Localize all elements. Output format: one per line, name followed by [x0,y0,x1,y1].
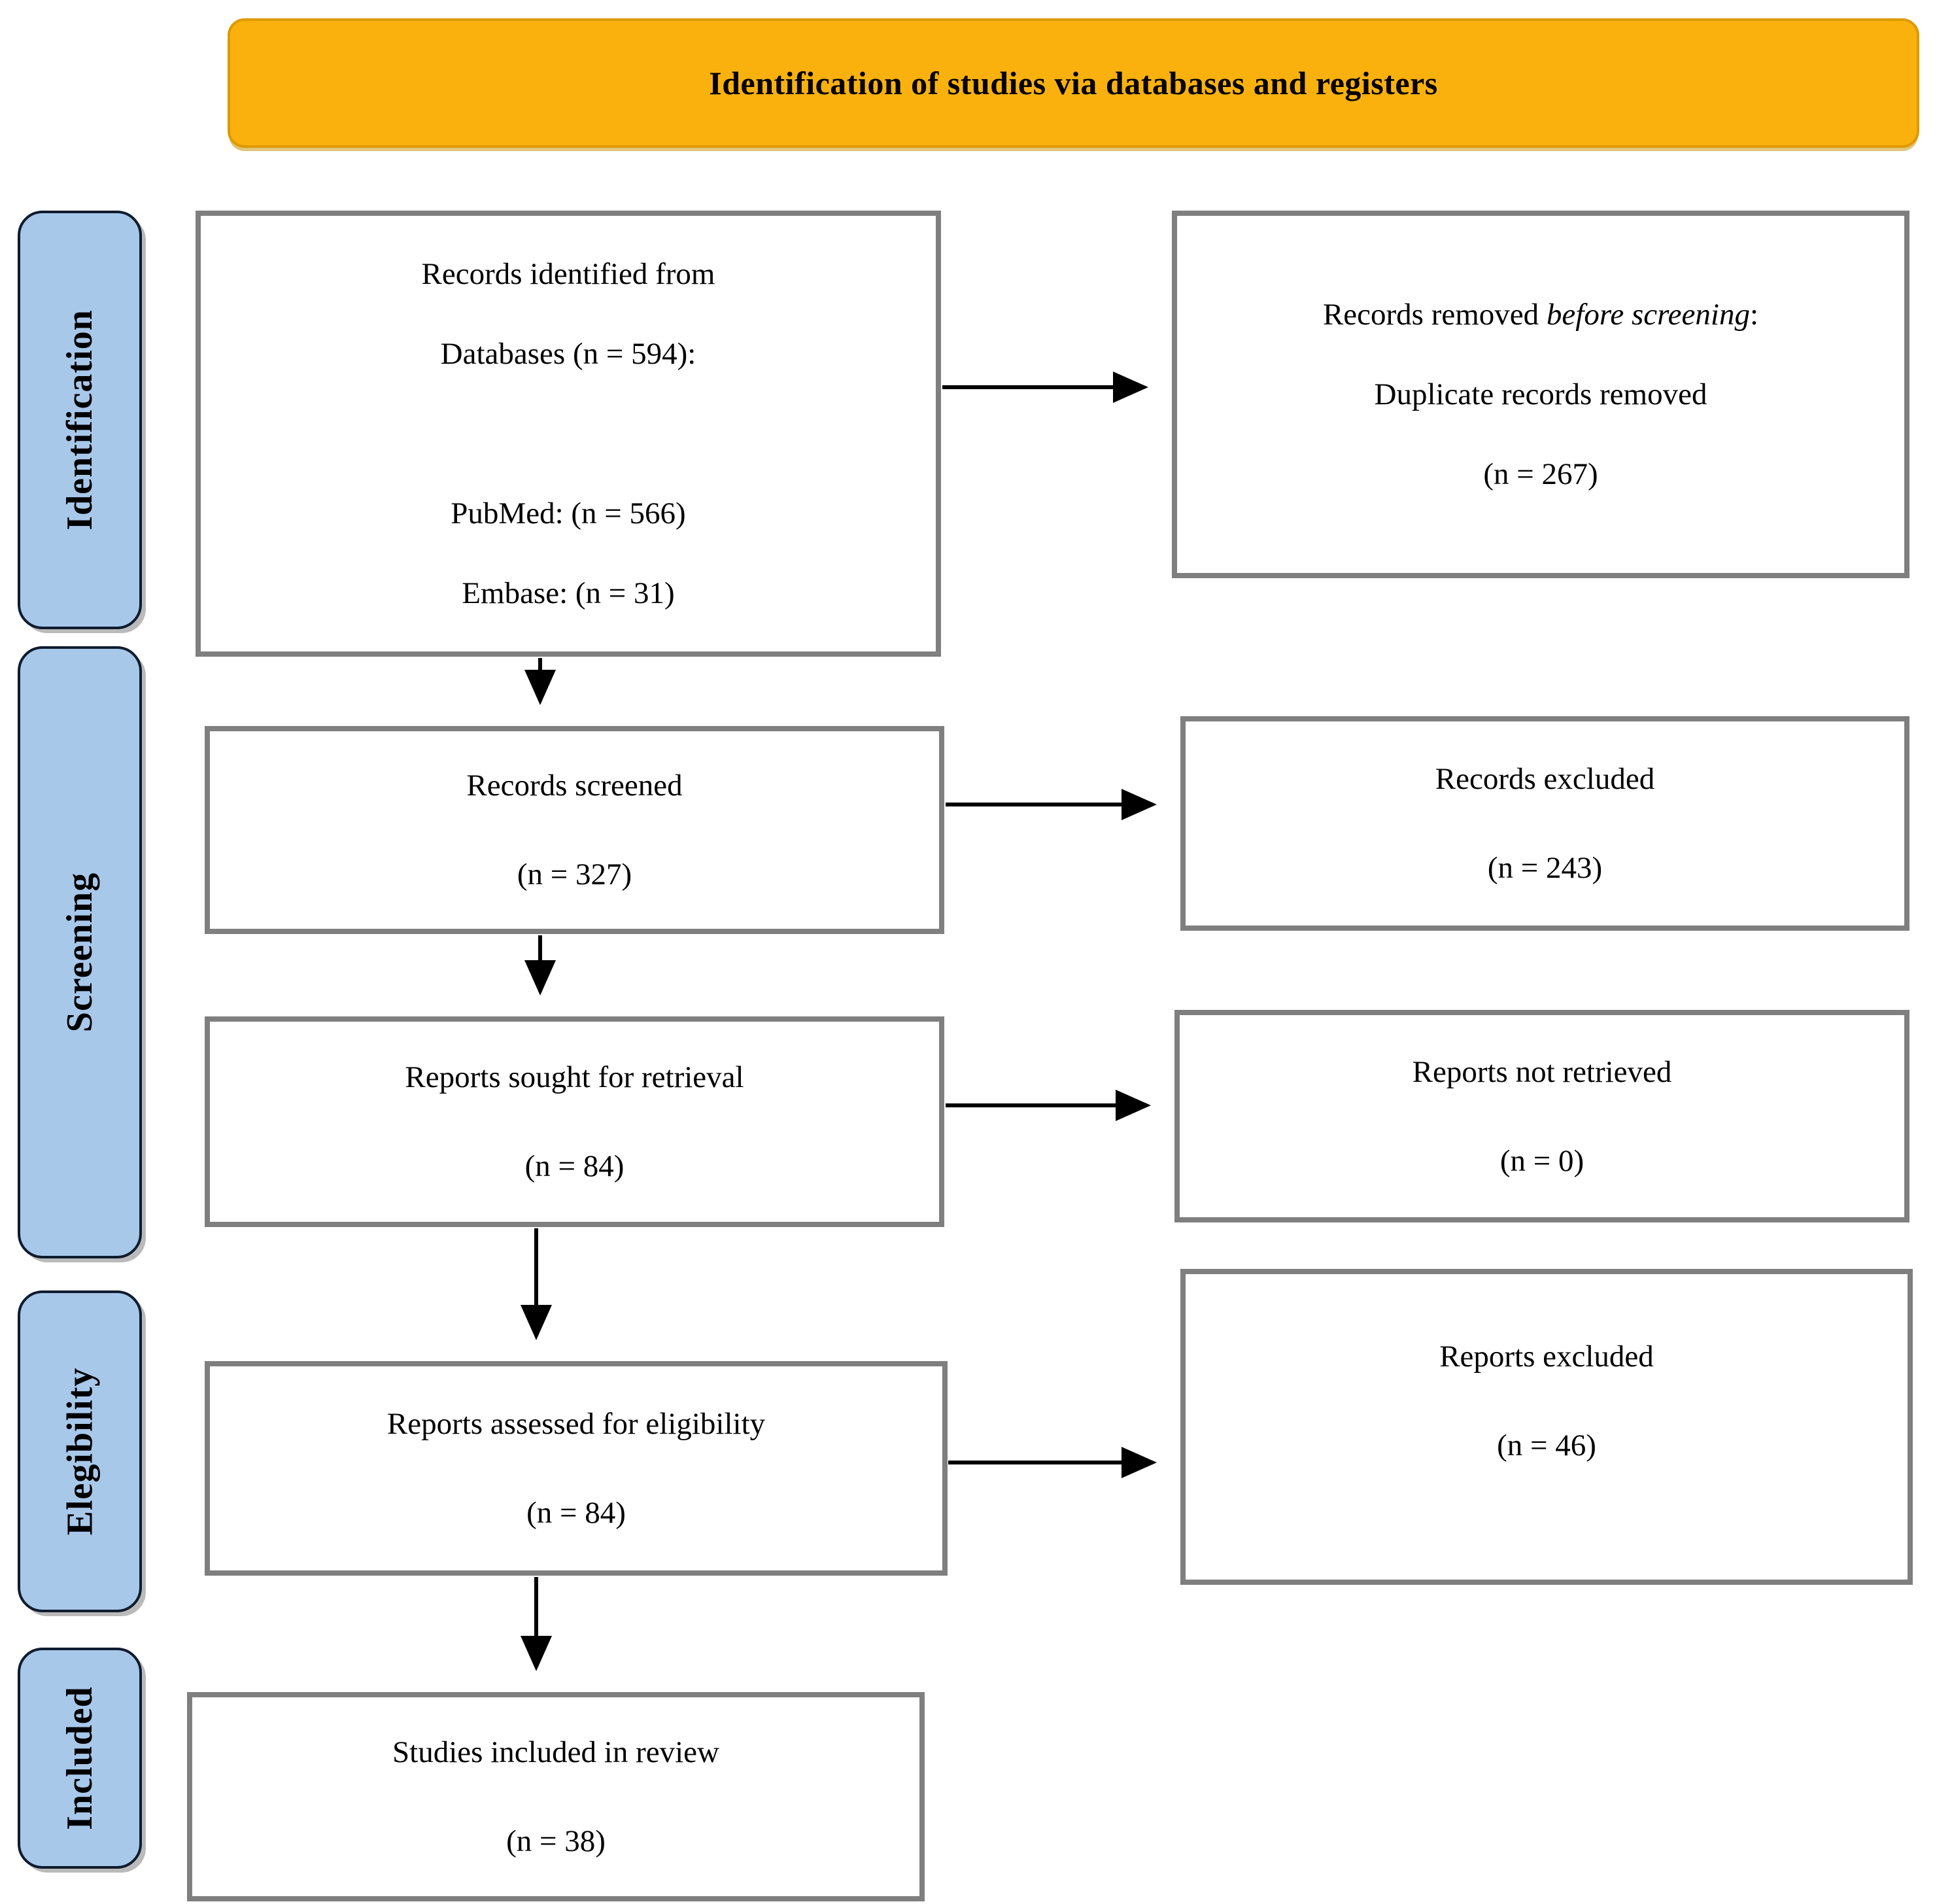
stage-tab-identification: Identification [18,211,142,629]
flow-box-reports-assessed: Reports assessed for eligibility (n = 84… [205,1361,948,1576]
flow-box-studies-included: Studies included in review (n = 38) [187,1692,925,1901]
flow-box-reports-sought: Reports sought for retrieval (n = 84) [205,1016,944,1227]
stage-label-screening: Screening [60,872,100,1033]
exclusion-box-text-line: Reports excluded [1439,1340,1654,1374]
stage-label-eligibility: Elegibility [60,1367,101,1536]
flow-box-text-line: PubMed: (n = 566) [451,496,686,530]
flow-box-records-identified: Records identified from Databases (n = 5… [196,211,941,657]
exclusion-box-text-line: Records removed before screening: [1323,275,1758,355]
exclusion-box-text-line: Duplicate records removed [1374,377,1707,411]
diagram-title: Identification of studies via databases … [709,65,1438,101]
flow-box-count: (n = 84) [524,1149,625,1183]
exclusion-box-count: (n = 243) [1487,851,1603,885]
flow-box-text-line: Studies included in review [392,1735,719,1769]
flow-box-count: (n = 38) [506,1824,606,1858]
flow-box-count: (n = 84) [526,1496,626,1530]
exclusion-box-records-removed: Records removed before screening: Duplic… [1172,211,1909,578]
stage-tab-included: Included [18,1648,142,1869]
stage-tab-eligibility: Elegibility [18,1290,142,1612]
exclusion-box-count: (n = 267) [1483,457,1598,491]
stage-label-included: Included [60,1686,101,1830]
flow-box-text-line: Reports assessed for eligibility [386,1407,766,1441]
records-removed-prefix: Records removed [1322,298,1547,332]
flow-box-count: (n = 327) [517,857,632,891]
stage-tab-screening: Screening [18,646,142,1258]
title-banner: Identification of studies via databases … [228,18,1919,148]
flow-box-text-line: Records screened [466,769,683,803]
exclusion-box-text-line: Reports not retrieved [1412,1054,1672,1089]
records-removed-suffix: : [1749,298,1759,332]
flow-box-text-line: Records identified from [421,257,715,291]
flow-box-text-line: Reports sought for retrieval [405,1060,744,1094]
stage-label-identification: Identification [60,309,100,530]
exclusion-box-text-line: Records excluded [1435,762,1655,796]
flow-box-text-line: Embase: (n = 31) [462,576,675,610]
exclusion-box-records-excluded: Records excluded (n = 243) [1180,716,1909,931]
flow-box-text-line: Databases (n = 594): [440,337,696,371]
records-removed-italic: before screening [1546,298,1750,332]
exclusion-box-count: (n = 46) [1497,1428,1596,1463]
exclusion-box-reports-not-retrieved: Reports not retrieved (n = 0) [1174,1010,1909,1222]
exclusion-box-reports-excluded: Reports excluded (n = 46) [1180,1269,1913,1585]
flow-box-records-screened: Records screened (n = 327) [205,726,944,934]
exclusion-box-count: (n = 0) [1499,1143,1584,1178]
